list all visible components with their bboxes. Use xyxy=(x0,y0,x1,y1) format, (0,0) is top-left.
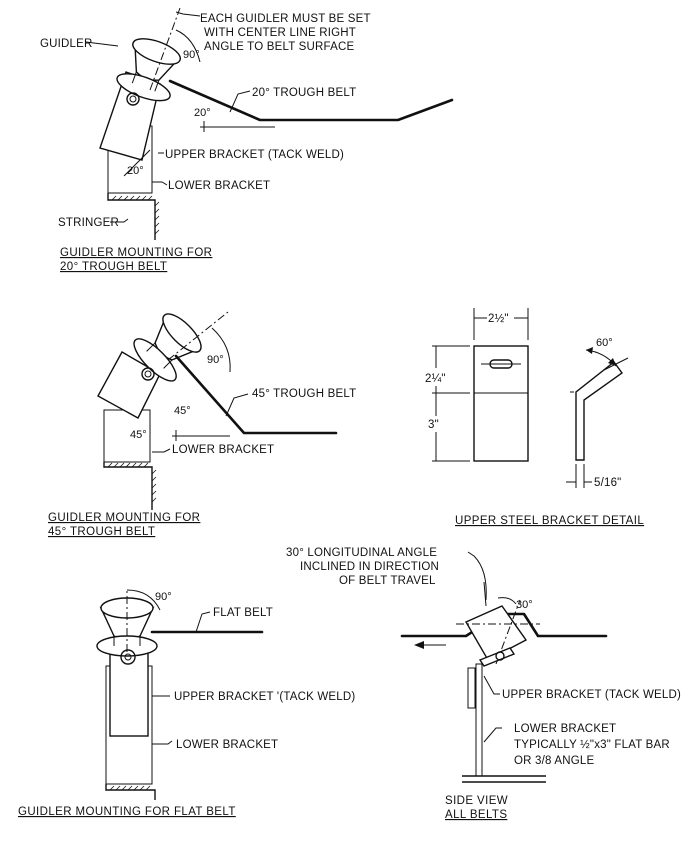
bracket-plate xyxy=(473,345,529,462)
angle-arc-90 xyxy=(175,29,201,63)
stringer-hatch xyxy=(111,195,160,235)
guidler-label: GUIDLER xyxy=(40,38,93,50)
bolt-icon xyxy=(141,367,155,381)
view-45-title-2: 45° TROUGH BELT xyxy=(48,526,155,538)
upper-bracket-detail xyxy=(432,308,629,488)
lower-bracket-label: LOWER BRACKET xyxy=(168,180,270,192)
view-20-trough-belt xyxy=(85,7,454,240)
guidler-roll xyxy=(116,38,181,102)
side-lower-bracket-label-2: TYPICALLY ½"x3" FLAT BAR xyxy=(514,739,670,751)
lower-bracket-label: LOWER BRACKET xyxy=(172,444,274,456)
longitudinal-note-3: OF BELT TRAVEL xyxy=(339,575,436,587)
longitudinal-note-1: 30° LONGITUDINAL ANGLE xyxy=(286,547,437,559)
side-lower-bracket-label-3: OR 3/8 ANGLE xyxy=(514,755,595,767)
guidler-roll xyxy=(133,313,202,382)
upper-bracket-label: UPPER BRACKET '(TACK WELD) xyxy=(174,691,355,703)
upper-dim-label: 2¼" xyxy=(425,373,446,385)
bend-angle-label: 60° xyxy=(596,337,613,349)
stringer-angle xyxy=(103,462,153,510)
longitudinal-note-2: INCLINED IN DIRECTION xyxy=(300,561,439,573)
angle-30-label: 30° xyxy=(516,599,533,611)
view-45-title-1: GUIDLER MOUNTING FOR xyxy=(48,512,200,524)
centerline xyxy=(167,311,229,361)
view-45-trough-belt xyxy=(97,311,338,510)
angle-90-label: 90° xyxy=(183,49,200,61)
width-dim-label: 2½" xyxy=(488,313,509,325)
note-line-3: ANGLE TO BELT SURFACE xyxy=(204,41,354,53)
note-line-2: WITH CENTER LINE RIGHT xyxy=(204,27,356,39)
bolt-icon xyxy=(120,649,136,665)
side-upper-bracket-label: UPPER BRACKET (TACK WELD) xyxy=(502,689,681,701)
bolt-icon xyxy=(495,651,505,661)
belt-20 xyxy=(168,79,454,122)
belt-45 xyxy=(174,354,338,435)
thickness-dim-label: 5/16" xyxy=(594,477,621,489)
upper-bracket-label: UPPER BRACKET (TACK WELD) xyxy=(165,149,344,161)
lower-dim-label: 3" xyxy=(428,419,439,431)
angle-90-label: 90° xyxy=(207,354,224,366)
view-flat-title: GUIDLER MOUNTING FOR FLAT BELT xyxy=(18,806,236,818)
side-view-all-belts xyxy=(400,551,608,783)
bracket-angle-20-label: 20° xyxy=(127,165,144,177)
bolt-icon xyxy=(126,92,140,106)
view-20-title-2: 20° TROUGH BELT xyxy=(60,261,167,273)
side-lower-bracket-label-1: LOWER BRACKET xyxy=(514,723,616,735)
stringer-angle xyxy=(105,784,156,800)
belt-angle-20-label: 20° xyxy=(194,107,211,119)
angle-90-label: 90° xyxy=(155,591,172,603)
belt-side xyxy=(400,612,608,638)
belt-angle-45-label: 45° xyxy=(174,405,191,417)
lower-bracket-label: LOWER BRACKET xyxy=(176,739,278,751)
centerline xyxy=(149,7,181,91)
bracket-profile xyxy=(575,360,623,461)
belt-20-label: 20° TROUGH BELT xyxy=(252,87,356,99)
note-line-1: EACH GUIDLER MUST BE SET xyxy=(200,13,371,25)
guidler-side xyxy=(465,605,528,661)
view-20-title-1: GUIDLER MOUNTING FOR xyxy=(60,247,212,259)
side-view-title-1: SIDE VIEW xyxy=(445,795,508,807)
detail-title: UPPER STEEL BRACKET DETAIL xyxy=(455,515,644,527)
lower-bracket xyxy=(475,663,483,777)
side-view-title-2: ALL BELTS xyxy=(445,809,507,821)
view-flat-belt xyxy=(96,588,264,800)
flat-belt-label: FLAT BELT xyxy=(213,607,273,619)
belt-45-label: 45° TROUGH BELT xyxy=(252,388,356,400)
stringer-label: STRINGER xyxy=(58,217,119,229)
bracket-angle-45-label: 45° xyxy=(130,429,147,441)
